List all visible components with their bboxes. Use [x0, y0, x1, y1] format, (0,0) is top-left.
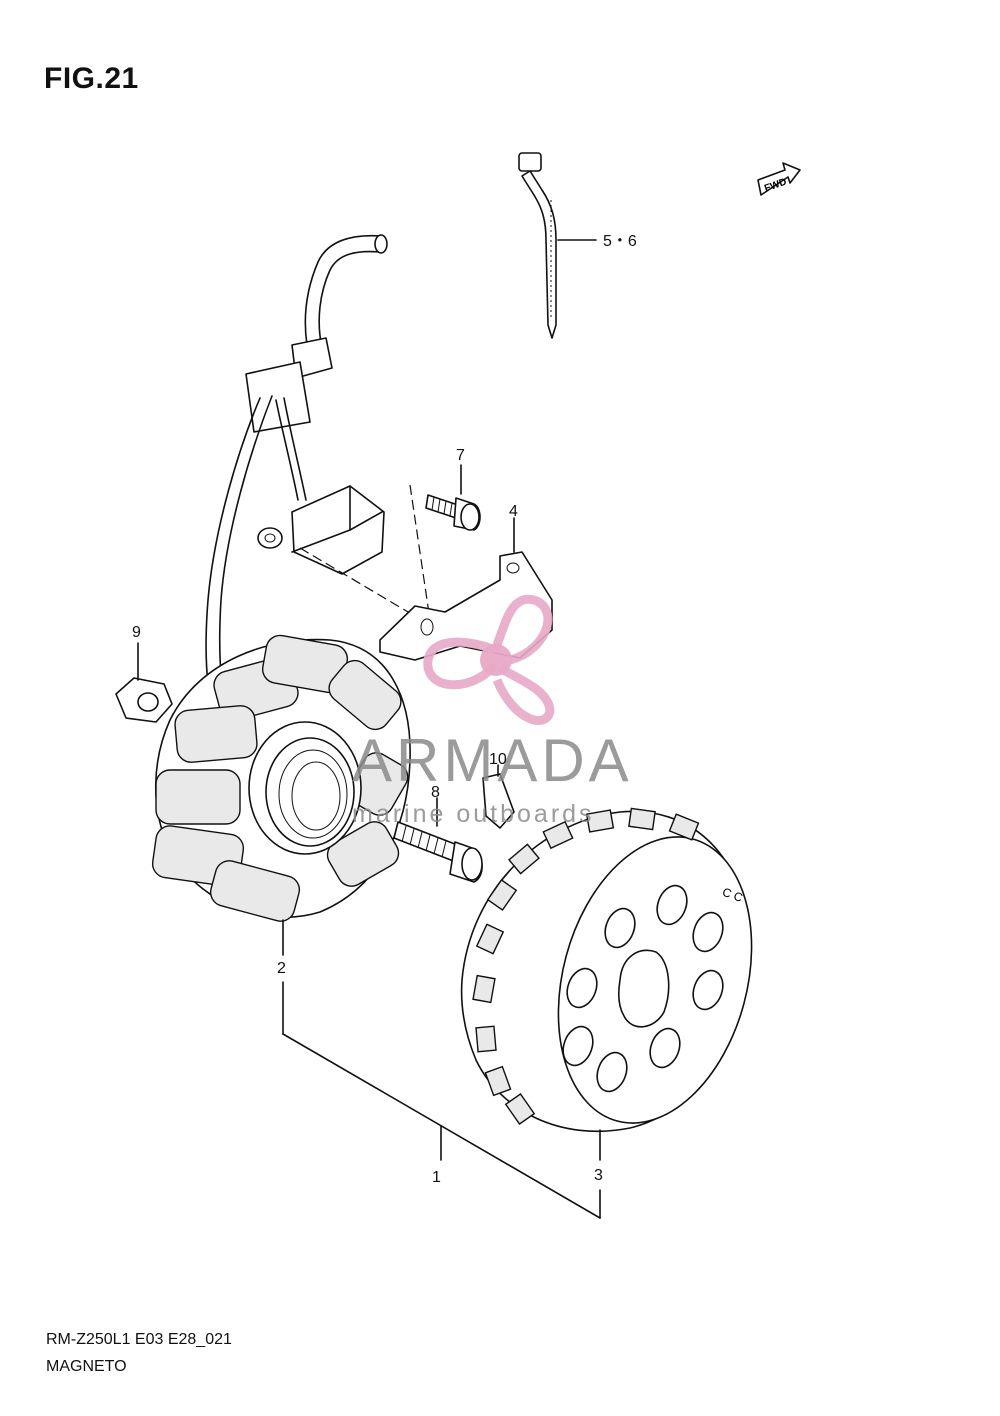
armada-watermark: ARMADA marine outboards	[352, 594, 633, 828]
callout-9: 9	[132, 624, 141, 641]
stator-2	[151, 634, 411, 956]
fwd-arrow-icon: FWD	[757, 162, 801, 196]
bolt-8	[393, 797, 483, 883]
bracket-4	[379, 517, 553, 661]
propeller-hub-icon	[480, 644, 512, 676]
callout-2: 2	[277, 960, 286, 977]
key-10	[482, 764, 515, 829]
section-name: MAGNETO	[46, 1358, 127, 1375]
alignment-line	[409, 484, 431, 621]
model-code: RM-Z250L1 E03 E28_021	[46, 1331, 232, 1348]
nut-9	[115, 642, 173, 723]
callout-1: 1	[432, 1169, 441, 1186]
figure-title: FIG.21	[44, 62, 139, 95]
propeller-logo-icon	[423, 594, 555, 725]
cable-tie	[518, 152, 597, 339]
svg-text:C C: C C	[720, 885, 745, 905]
bolt-7	[425, 464, 481, 531]
callout-5-6: 5・6	[603, 233, 637, 250]
callout-3: 3	[594, 1167, 603, 1184]
callout-7: 7	[456, 447, 465, 464]
assembly-bracket-1	[282, 981, 601, 1219]
wire-harness	[205, 234, 388, 721]
callout-10: 10	[489, 751, 507, 768]
flywheel-rotor-3: C C	[460, 807, 753, 1161]
callout-8: 8	[431, 784, 440, 801]
watermark-name: ARMADA	[352, 727, 633, 794]
watermark-tagline: marine outboards	[352, 800, 595, 828]
callout-4: 4	[509, 503, 518, 520]
